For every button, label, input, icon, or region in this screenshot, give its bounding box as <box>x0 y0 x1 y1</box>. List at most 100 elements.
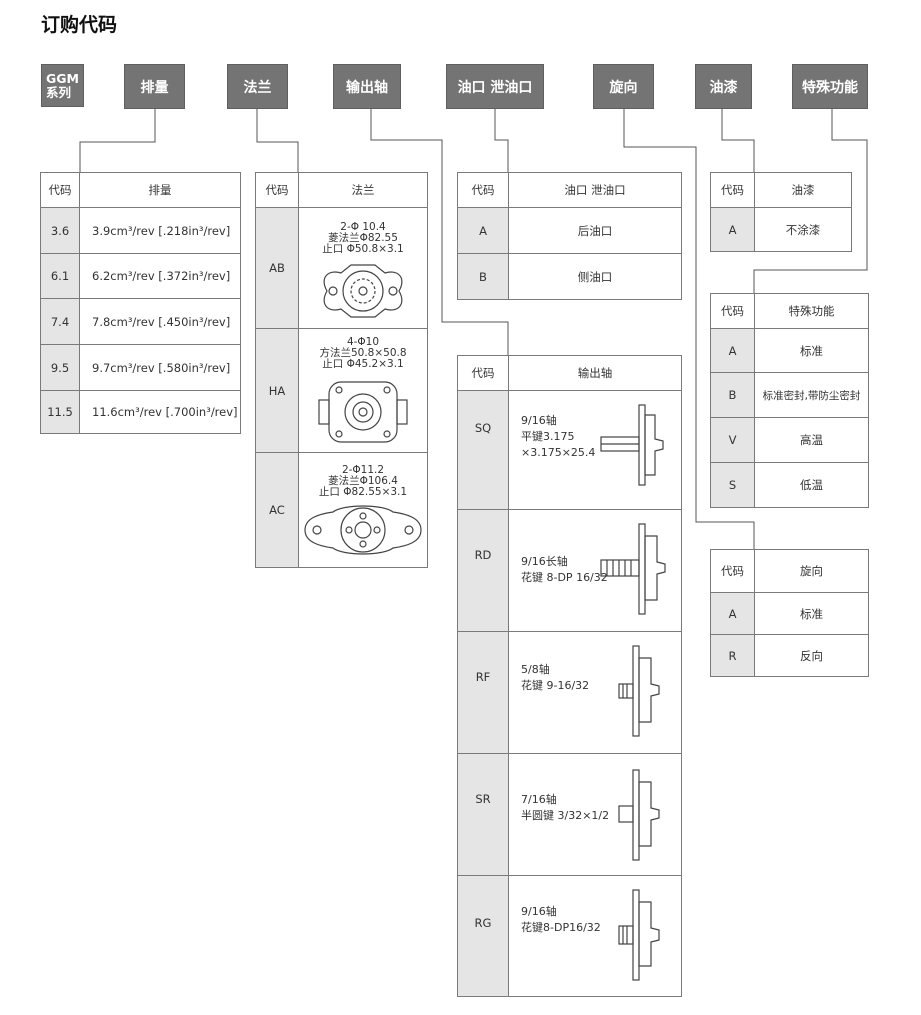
flange-spec-3: 止口 Φ82.55×3.1 <box>318 486 408 498</box>
code-cell: B <box>457 253 509 300</box>
table-row: A 标准 <box>710 328 869 373</box>
rotation-col-header: 旋向 <box>754 549 869 593</box>
code-cell: AC <box>255 452 299 568</box>
rotation-table: 代码 旋向 A 标准 R 反向 <box>710 549 869 677</box>
table-row: AB 2-Φ 10.4 菱法兰Φ82.55 止口 Φ50.8×3.1 <box>255 207 428 329</box>
flange-ac-drawing <box>304 505 422 555</box>
shaft-spec-2: 平键3.175 <box>521 430 575 443</box>
table-row: 7.4 7.8cm³/rev [.450in³/rev] <box>40 298 241 345</box>
table-row: 9.5 9.7cm³/rev [.580in³/rev] <box>40 344 241 391</box>
table-row: 11.5 11.6cm³/rev [.700in³/rev] <box>40 390 241 434</box>
flange-cell: 2-Φ 10.4 菱法兰Φ82.55 止口 Φ50.8×3.1 <box>298 207 428 329</box>
displacement-header: 排量 <box>124 64 185 109</box>
desc-cell: 侧油口 <box>508 253 682 300</box>
shaft-rd-drawing <box>600 523 666 615</box>
shaft-spec-1: 9/16长轴 <box>521 555 568 568</box>
desc-cell: 不涂漆 <box>754 207 852 252</box>
code-cell: SQ <box>457 390 509 510</box>
displacement-table: 代码 排量 3.6 3.9cm³/rev [.218in³/rev] 6.1 6… <box>40 172 241 434</box>
code-header: 代码 <box>710 293 755 329</box>
shaft-cell: 9/16长轴 花键 8-DP 16/32 <box>508 509 682 632</box>
table-row: 3.6 3.9cm³/rev [.218in³/rev] <box>40 207 241 254</box>
code-cell: RF <box>457 631 509 754</box>
code-cell: A <box>457 207 509 254</box>
ports-header: 油口 泄油口 <box>446 64 544 109</box>
flange-spec-1: 2-Φ 10.4 <box>340 221 386 233</box>
table-row: A 标准 <box>710 592 869 635</box>
shaft-col-header: 输出轴 <box>508 355 682 391</box>
code-cell: S <box>710 462 755 508</box>
table-row: HA 4-Φ10 方法兰50.8×50.8 止口 Φ45.2×3.1 <box>255 328 428 453</box>
displacement-col-header: 排量 <box>79 172 241 208</box>
ports-col-header: 油口 泄油口 <box>508 172 682 208</box>
desc-cell: 反向 <box>754 634 869 677</box>
paint-header: 油漆 <box>695 64 752 109</box>
flange-spec-1: 2-Φ11.2 <box>341 464 385 476</box>
code-cell: 3.6 <box>40 207 80 254</box>
shaft-spec-2: 花键 8-DP 16/32 <box>521 571 608 584</box>
shaft-spec-1: 7/16轴 <box>521 793 557 806</box>
table-row: B 标准密封,带防尘密封 <box>710 372 869 418</box>
flange-spec-3: 止口 Φ50.8×3.1 <box>322 243 404 255</box>
flange-spec-2: 菱法兰Φ106.4 <box>328 475 398 487</box>
code-cell: 6.1 <box>40 253 80 299</box>
table-row: SQ 9/16轴 平键3.175 ×3.175×25.4 <box>457 390 682 510</box>
code-cell: HA <box>255 328 299 453</box>
shaft-spec-1: 9/16轴 <box>521 414 557 427</box>
code-cell: A <box>710 328 755 373</box>
shaft-sq-drawing <box>600 404 664 486</box>
flange-spec-3: 止口 Φ45.2×3.1 <box>322 358 404 370</box>
shaft-spec-3: ×3.175×25.4 <box>521 446 596 459</box>
ports-table: 代码 油口 泄油口 A 后油口 B 侧油口 <box>457 172 682 300</box>
table-row: AC 2-Φ11.2 菱法兰Φ106.4 止口 Φ82.55×3.1 <box>255 452 428 568</box>
code-cell: A <box>710 207 755 252</box>
flange-table: 代码 法兰 AB 2-Φ 10.4 菱法兰Φ82.55 止口 Φ50.8×3.1 <box>255 172 428 568</box>
desc-cell: 3.9cm³/rev [.218in³/rev] <box>79 207 241 254</box>
code-cell: 7.4 <box>40 298 80 345</box>
code-cell: R <box>710 634 755 677</box>
shaft-spec-2: 花键8-DP16/32 <box>521 921 601 934</box>
shaft-spec-1: 9/16轴 <box>521 905 557 918</box>
table-row: B 侧油口 <box>457 253 682 300</box>
code-header: 代码 <box>710 172 755 208</box>
special-header: 特殊功能 <box>792 64 868 109</box>
paint-col-header: 油漆 <box>754 172 852 208</box>
table-row: RD 9/16长轴 花键 8-DP 16/32 <box>457 509 682 632</box>
code-cell: V <box>710 417 755 463</box>
shaft-rf-drawing <box>618 645 660 737</box>
table-row: 6.1 6.2cm³/rev [.372in³/rev] <box>40 253 241 299</box>
flange-spec-1: 4-Φ10 <box>346 336 380 348</box>
code-header: 代码 <box>40 172 80 208</box>
page-title: 订购代码 <box>41 14 118 36</box>
flange-spec-2: 菱法兰Φ82.55 <box>328 232 398 244</box>
shaft-header: 输出轴 <box>333 64 401 109</box>
desc-cell: 后油口 <box>508 207 682 254</box>
flange-spec-2: 方法兰50.8×50.8 <box>319 347 407 359</box>
code-cell: 11.5 <box>40 390 80 434</box>
code-header: 代码 <box>255 172 299 208</box>
shaft-rg-drawing <box>618 889 660 981</box>
flange-ab-drawing <box>323 264 403 318</box>
code-header: 代码 <box>457 355 509 391</box>
shaft-spec-2: 花键 9-16/32 <box>521 679 590 692</box>
series-line2: 系列 <box>46 84 72 100</box>
table-row: R 反向 <box>710 634 869 677</box>
code-cell: SR <box>457 753 509 876</box>
table-row: S 低温 <box>710 462 869 508</box>
code-header: 代码 <box>457 172 509 208</box>
flange-col-header: 法兰 <box>298 172 428 208</box>
shaft-cell: 5/8轴 花键 9-16/32 <box>508 631 682 754</box>
flange-ha-drawing <box>318 381 408 443</box>
code-cell: RD <box>457 509 509 632</box>
table-row: RG 9/16轴 花键8-DP16/32 <box>457 875 682 997</box>
paint-table: 代码 油漆 A 不涂漆 <box>710 172 852 252</box>
code-cell: AB <box>255 207 299 329</box>
series-line1: GGM <box>46 70 79 86</box>
rotation-header: 旋向 <box>593 64 654 109</box>
table-row: A 后油口 <box>457 207 682 254</box>
shaft-cell: 9/16轴 花键8-DP16/32 <box>508 875 682 997</box>
code-cell: 9.5 <box>40 344 80 391</box>
desc-cell: 标准密封,带防尘密封 <box>754 372 869 418</box>
table-row: RF 5/8轴 花键 9-16/32 <box>457 631 682 754</box>
